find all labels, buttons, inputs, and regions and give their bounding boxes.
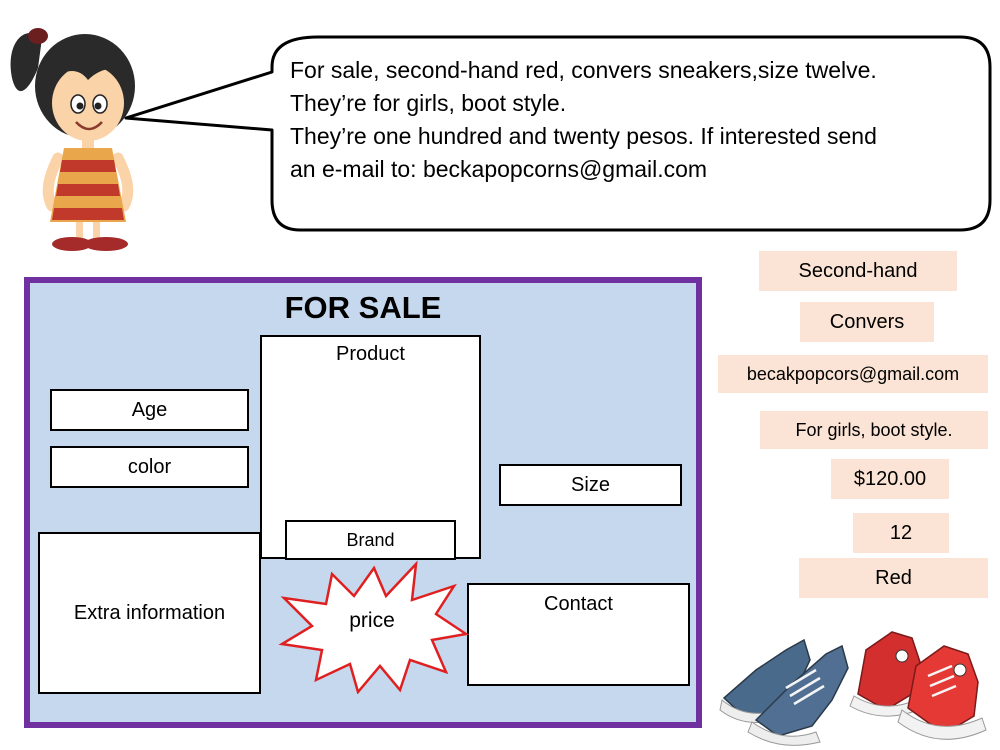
color-label: color xyxy=(127,455,172,478)
speech-bubble-shape xyxy=(124,35,992,232)
answer-chip-second-hand[interactable]: Second-hand xyxy=(759,251,957,291)
speech-line: They’re one hundred and twenty pesos. If… xyxy=(290,123,877,149)
price-label: price xyxy=(349,609,395,632)
answer-chip-for-girls[interactable]: For girls, boot style. xyxy=(760,411,988,449)
chip-label: Convers xyxy=(829,310,905,333)
size-slot[interactable]: Size xyxy=(499,464,682,506)
brand-slot[interactable]: Brand xyxy=(285,520,456,560)
board-title: FOR SALE xyxy=(284,290,442,325)
extra-information-slot[interactable]: Extra information xyxy=(38,532,261,694)
answer-chip-color[interactable]: Red xyxy=(799,558,988,598)
speech-line: an e-mail to: beckapopcorns@gmail.com xyxy=(290,156,708,182)
chip-label: 12 xyxy=(889,521,913,544)
speech-line: For sale, second-hand red, convers sneak… xyxy=(290,57,877,83)
answer-chip-convers[interactable]: Convers xyxy=(800,302,934,342)
contact-slot[interactable]: Contact xyxy=(467,583,690,686)
speech-line: They’re for girls, boot style. xyxy=(290,90,567,116)
answer-chip-price[interactable]: $120.00 xyxy=(831,459,949,499)
brand-label: Brand xyxy=(346,529,395,550)
answer-chip-email[interactable]: becakpopcors@gmail.com xyxy=(718,355,988,393)
contact-label: Contact xyxy=(544,593,613,615)
age-label: Age xyxy=(131,398,168,421)
answer-chip-size[interactable]: 12 xyxy=(853,513,949,553)
girl-character-illustration xyxy=(10,28,135,251)
price-starburst[interactable] xyxy=(276,556,472,694)
chip-label: Red xyxy=(875,566,912,589)
product-label: Product xyxy=(336,343,405,365)
sneakers-illustration xyxy=(719,631,987,746)
size-label: Size xyxy=(571,473,610,496)
chip-label: For girls, boot style. xyxy=(795,419,953,440)
extra-information-label: Extra information xyxy=(73,601,226,624)
chip-label: becakpopcors@gmail.com xyxy=(746,363,960,384)
age-slot[interactable]: Age xyxy=(50,389,249,431)
color-slot[interactable]: color xyxy=(50,446,249,488)
speech-bubble-text: For sale, second-hand red, convers sneak… xyxy=(290,54,970,186)
chip-label: Second-hand xyxy=(798,259,918,282)
chip-label: $120.00 xyxy=(853,467,927,490)
